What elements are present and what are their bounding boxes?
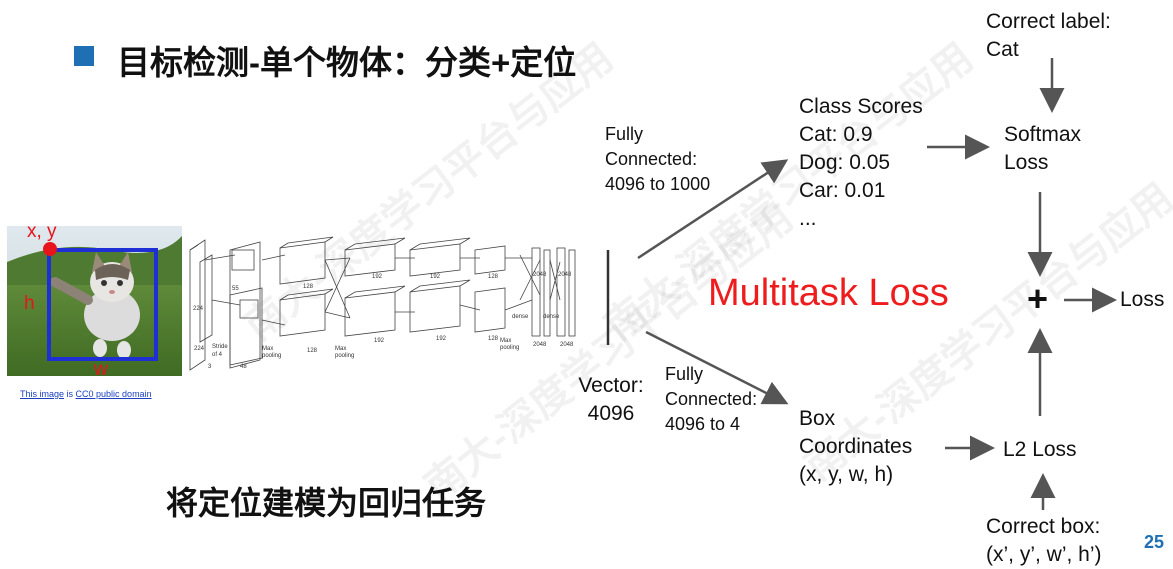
fc-top-line: Connected: bbox=[605, 149, 698, 169]
correct-box-line: Correct box: bbox=[986, 515, 1101, 538]
svg-text:Max: Max bbox=[335, 346, 346, 352]
class-score-item: Cat: 0.9 bbox=[799, 123, 873, 146]
slide-title: 目标检测-单个物体：分类+定位 bbox=[117, 44, 577, 81]
title-bullet-icon bbox=[74, 46, 94, 66]
fc-bottom-label: Fully Connected: 4096 to 4 bbox=[665, 362, 757, 437]
fc-top-line: Fully bbox=[605, 124, 644, 144]
corner-point bbox=[43, 242, 57, 256]
svg-text:192: 192 bbox=[430, 274, 441, 280]
page-number: 25 bbox=[1144, 532, 1165, 552]
correct-box-line: (x’, y’, w’, h’) bbox=[986, 543, 1102, 566]
svg-text:128: 128 bbox=[307, 348, 318, 354]
svg-text:pooling: pooling bbox=[500, 345, 519, 351]
cnn-architecture-diagram bbox=[189, 236, 576, 371]
svg-text:2048: 2048 bbox=[558, 272, 572, 278]
credit-middle: is bbox=[64, 389, 76, 399]
l2-loss: L2 Loss bbox=[1003, 438, 1077, 461]
class-scores: Class Scores Cat: 0.9 Dog: 0.05 Car: 0.0… bbox=[799, 93, 923, 233]
fc-bottom-line: Fully bbox=[665, 364, 704, 384]
svg-text:dense: dense bbox=[543, 314, 560, 320]
softmax-loss: Softmax Loss bbox=[1004, 121, 1081, 177]
correct-label-line: Correct label: bbox=[986, 10, 1111, 33]
svg-text:3: 3 bbox=[208, 364, 212, 370]
softmax-line: Softmax bbox=[1004, 123, 1082, 146]
label-xy: x, y bbox=[27, 221, 57, 242]
correct-label-line: Cat bbox=[986, 38, 1019, 61]
fc-bottom-line: Connected: bbox=[665, 389, 758, 409]
vector-label: Vector: 4096 bbox=[575, 372, 647, 428]
svg-text:pooling: pooling bbox=[335, 353, 354, 359]
svg-text:2048: 2048 bbox=[533, 342, 547, 348]
cat-photo bbox=[7, 226, 182, 376]
box-line: Coordinates bbox=[799, 435, 913, 458]
vector-line: Vector: bbox=[578, 374, 644, 397]
svg-text:Max: Max bbox=[500, 338, 511, 344]
svg-text:Stride: Stride bbox=[212, 344, 228, 350]
svg-text:128: 128 bbox=[488, 274, 499, 280]
correct-box: Correct box: (x’, y’, w’, h’) bbox=[986, 513, 1102, 569]
class-score-item: Car: 0.01 bbox=[799, 179, 886, 202]
class-score-item: ... bbox=[799, 207, 817, 230]
credit-license-link[interactable]: CC0 public domain bbox=[75, 389, 152, 399]
label-h: h bbox=[24, 293, 35, 314]
box-coordinates: Box Coordinates (x, y, w, h) bbox=[799, 405, 912, 489]
plus-icon: + bbox=[1027, 278, 1049, 319]
class-score-item: Dog: 0.05 bbox=[799, 151, 891, 174]
svg-text:dense: dense bbox=[512, 314, 529, 320]
box-line: Box bbox=[799, 407, 836, 430]
svg-text:48: 48 bbox=[240, 364, 247, 370]
svg-text:of 4: of 4 bbox=[212, 352, 223, 358]
flow-arrows bbox=[637, 58, 1117, 510]
svg-text:192: 192 bbox=[374, 338, 385, 344]
fc-top-label: Fully Connected: 4096 to 1000 bbox=[605, 122, 710, 197]
svg-text:2048: 2048 bbox=[533, 272, 547, 278]
box-line: (x, y, w, h) bbox=[799, 463, 894, 486]
svg-text:224: 224 bbox=[194, 346, 205, 352]
svg-text:128: 128 bbox=[488, 336, 499, 342]
svg-text:128: 128 bbox=[303, 284, 314, 290]
label-w: w bbox=[94, 359, 108, 380]
total-loss: Loss bbox=[1120, 288, 1165, 311]
svg-text:2048: 2048 bbox=[560, 342, 574, 348]
correct-label: Correct label: Cat bbox=[986, 8, 1111, 64]
class-scores-heading: Class Scores bbox=[799, 95, 923, 118]
softmax-line: Loss bbox=[1004, 151, 1049, 174]
slide-subtitle: 将定位建模为回归任务 bbox=[166, 485, 487, 521]
image-credit: This image is CC0 public domain bbox=[20, 389, 152, 399]
fc-bottom-line: 4096 to 4 bbox=[665, 414, 741, 434]
svg-text:pooling: pooling bbox=[262, 353, 281, 359]
svg-text:192: 192 bbox=[372, 274, 383, 280]
svg-text:224: 224 bbox=[193, 306, 204, 312]
fc-top-line: 4096 to 1000 bbox=[605, 174, 711, 194]
svg-text:55: 55 bbox=[232, 286, 239, 292]
bounding-box bbox=[47, 248, 158, 361]
svg-text:192: 192 bbox=[436, 336, 447, 342]
credit-link[interactable]: This image bbox=[20, 389, 65, 399]
svg-text:Max: Max bbox=[262, 346, 273, 352]
vector-line: 4096 bbox=[587, 402, 635, 425]
multitask-loss-label: Multitask Loss bbox=[708, 272, 949, 314]
